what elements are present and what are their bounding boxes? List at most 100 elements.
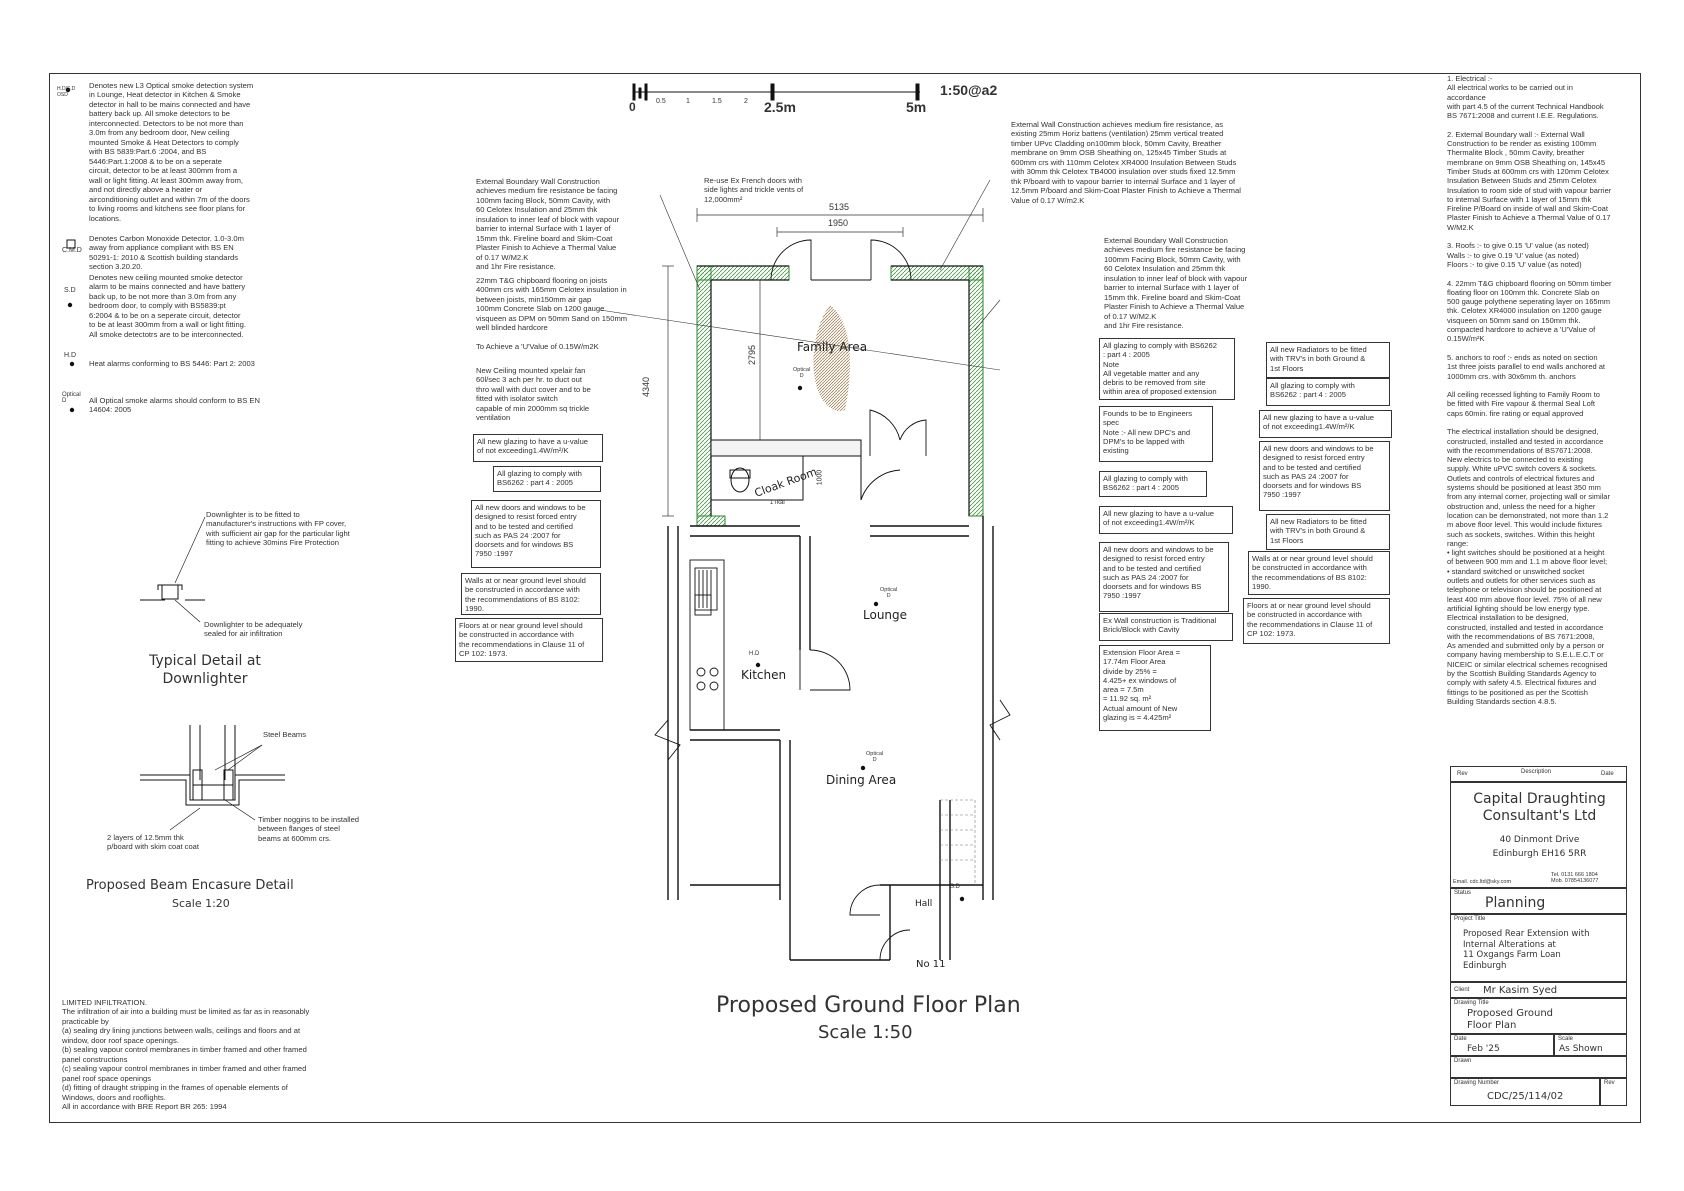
scale-tick-1: 1 <box>686 98 690 105</box>
tb-drawing-number: CDC/25/114/02 <box>1487 1091 1564 1102</box>
note-box-glazing-bs6262-right: All glazing to comply with BS6262 : part… <box>1266 378 1390 406</box>
legend-text-optical: Denotes new L3 Optical smoke detection s… <box>89 81 254 223</box>
tb-status-value: Planning <box>1485 895 1546 911</box>
tb-scale-caption: Scale <box>1558 1036 1574 1042</box>
fan-note: New Ceiling mounted xpelair fan 60l/sec … <box>476 366 591 423</box>
specification-notes: 1. Electrical :- All electrical works to… <box>1447 74 1612 706</box>
tb-project-title: Proposed Rear Extension with Internal Al… <box>1463 929 1590 971</box>
dimension-1tkal: 1Tkal <box>770 500 785 506</box>
heat-detector-kitchen: H.D <box>749 651 760 657</box>
external-wall-note: External Wall Construction achieves medi… <box>1011 120 1241 205</box>
flooring-note: 22mm T&G chipboard flooring on joists 40… <box>476 276 628 352</box>
leader-line <box>599 309 1001 371</box>
tb-drawing-title: Proposed Ground Floor Plan <box>1467 1008 1554 1031</box>
beam-layers-label: 2 layers of 12.5mm thk p/board with skim… <box>107 833 200 852</box>
beam-title: Proposed Beam Encasure Detail <box>86 878 294 893</box>
staircase <box>940 799 976 885</box>
scale-tick-2: 2 <box>744 98 748 105</box>
legend-symbol-hd: H.D <box>64 352 77 359</box>
ceiling-shading <box>813 305 850 412</box>
dimension-lines <box>662 208 984 517</box>
tb-description-caption: Description <box>1521 769 1552 775</box>
note-box-glazing-uvalue: All new glazing to have a u-value of not… <box>473 434 603 462</box>
tb-client-caption: Client <box>1454 987 1470 993</box>
note-box-doors-windows-right: All new doors and windows to be designed… <box>1259 441 1390 511</box>
tb-status-caption: Status <box>1454 890 1472 896</box>
dimension-1000: 1000 <box>816 469 824 486</box>
tb-company-name: Capital Draughting Consultant's Ltd <box>1473 791 1606 824</box>
downlighter-detail <box>140 516 206 623</box>
note-box-glazing-uvalue-mid: All new glazing to have a u-value of not… <box>1099 506 1233 534</box>
note-box-radiators: All new Radiators to be fitted with TRV'… <box>1266 342 1390 378</box>
main-drawing-title: Proposed Ground Floor Plan <box>716 993 1021 1018</box>
note-box-vegetable-matter: All glazing to comply with BS6262 : part… <box>1099 338 1235 400</box>
note-box-walls-ground-right: Walls at or near ground level should be … <box>1248 551 1390 595</box>
french-doors <box>770 239 912 281</box>
cloak-room <box>710 439 901 501</box>
note-box-doors-windows: All new doors and windows to be designed… <box>471 500 601 568</box>
detector-symbols <box>65 87 965 902</box>
dimension-4340: 4340 <box>641 376 652 398</box>
tb-drawing-caption: Drawing Title <box>1454 1000 1489 1006</box>
scale-tick-15: 1.5 <box>712 98 722 105</box>
tb-company-address: 40 Dinmont Drive Edinburgh EH16 5RR <box>1492 835 1587 860</box>
note-box-floor-area: Extension Floor Area = 17.74m Floor Area… <box>1099 645 1211 731</box>
room-label-lounge: Lounge <box>863 608 908 622</box>
dimension-5135: 5135 <box>829 202 850 212</box>
tb-client-name: Mr Kasim Syed <box>1483 985 1558 996</box>
kitchen-units <box>689 559 725 731</box>
tb-telephone: Tel. 0131 666 1804 Mob. 07854136077 <box>1551 872 1599 884</box>
beam-scale: Scale 1:20 <box>172 897 230 910</box>
legend-text-hd: Heat alarms conforming to BS 5446: Part … <box>89 359 255 368</box>
tb-rev-panel: Rev <box>1600 1078 1627 1106</box>
note-box-floors-ground-right: Floors at or near ground level should be… <box>1243 598 1390 644</box>
room-label-hall: Hall <box>915 899 933 909</box>
tb-date-value: Feb '25 <box>1467 1044 1500 1054</box>
downlighter-note-1: Downlighter is to be fitted to manufactu… <box>206 510 350 548</box>
tb-company-panel: Capital Draughting Consultant's Ltd 40 D… <box>1450 782 1627 888</box>
beam-noggins-label: Timber noggins to be installed between f… <box>258 815 360 843</box>
boundary-wall-right-note: External Boundary Wall Construction achi… <box>1104 236 1248 331</box>
note-box-glazing-bs6262: All glazing to comply with BS6262 : part… <box>493 466 601 492</box>
note-box-walls-ground: Walls at or near ground level should be … <box>461 573 601 615</box>
tb-project-panel: Project Title Proposed Rear Extension wi… <box>1450 914 1627 982</box>
house-number-label: No 11 <box>916 959 946 970</box>
tb-status-panel: Status Planning <box>1450 888 1627 914</box>
main-drawing-scale: Scale 1:50 <box>818 1022 913 1043</box>
note-box-glazing-uvalue-right: All new glazing to have a u-value of not… <box>1259 410 1392 438</box>
boundary-wall-left-note: External Boundary Wall Construction achi… <box>476 177 620 272</box>
dimension-2795: 2795 <box>747 344 758 366</box>
tb-scale-value: As Shown <box>1559 1044 1603 1054</box>
legend-symbol-sd: S.D <box>64 287 76 294</box>
downlighter-note-2: Downlighter to be adequately sealed for … <box>204 620 303 639</box>
legend-text-optical-alarm: All Optical smoke alarms should conform … <box>89 396 260 415</box>
scale-tick-05: 0.5 <box>656 98 666 105</box>
legend-symbol-optical: Optical D <box>62 392 81 404</box>
optical-detector-dining: Optical D <box>866 751 884 763</box>
internal-doors <box>799 409 927 961</box>
legend-symbol-hd-sd: H.D/S.D OSD <box>57 86 76 98</box>
tb-number-caption: Drawing Number <box>1454 1080 1500 1086</box>
room-label-family-area: Family Area <box>797 340 868 354</box>
tb-drawn-panel: Drawn <box>1450 1056 1627 1078</box>
room-label-kitchen: Kitchen <box>741 668 787 682</box>
optical-detector-family: Optical D <box>793 367 811 379</box>
scale-bar-graphic <box>632 83 920 101</box>
french-doors-note: Re-use Ex French doors with side lights … <box>704 176 804 204</box>
tb-revision-header: Rev Description Date <box>1450 766 1627 782</box>
legend-text-cmd: Denotes Carbon Monoxide Detector. 1.0-3.… <box>89 234 244 272</box>
tb-number-panel: Drawing Number CDC/25/114/02 <box>1450 1078 1600 1106</box>
scale-label: 1:50@a2 <box>940 82 998 98</box>
note-box-doors-windows-mid: All new doors and windows to be designed… <box>1099 542 1229 612</box>
legend-text-sd: Denotes new ceiling mounted smoke detect… <box>89 273 247 339</box>
tb-scale-panel: Scale As Shown <box>1554 1034 1627 1056</box>
note-box-radiators-2: All new Radiators to be fitted with TRV'… <box>1266 514 1390 550</box>
note-box-glazing-bs6262-mid: All glazing to comply with BS6262 : part… <box>1099 471 1207 497</box>
tb-date-panel: Date Feb '25 <box>1450 1034 1554 1056</box>
extension-walls <box>696 265 984 527</box>
beam-steel-label: Steel Beams <box>263 730 307 739</box>
scale-tick-0: 0 <box>629 100 636 114</box>
tb-rev-caption: Rev <box>1457 771 1468 777</box>
tb-project-caption: Project Title <box>1454 916 1486 922</box>
